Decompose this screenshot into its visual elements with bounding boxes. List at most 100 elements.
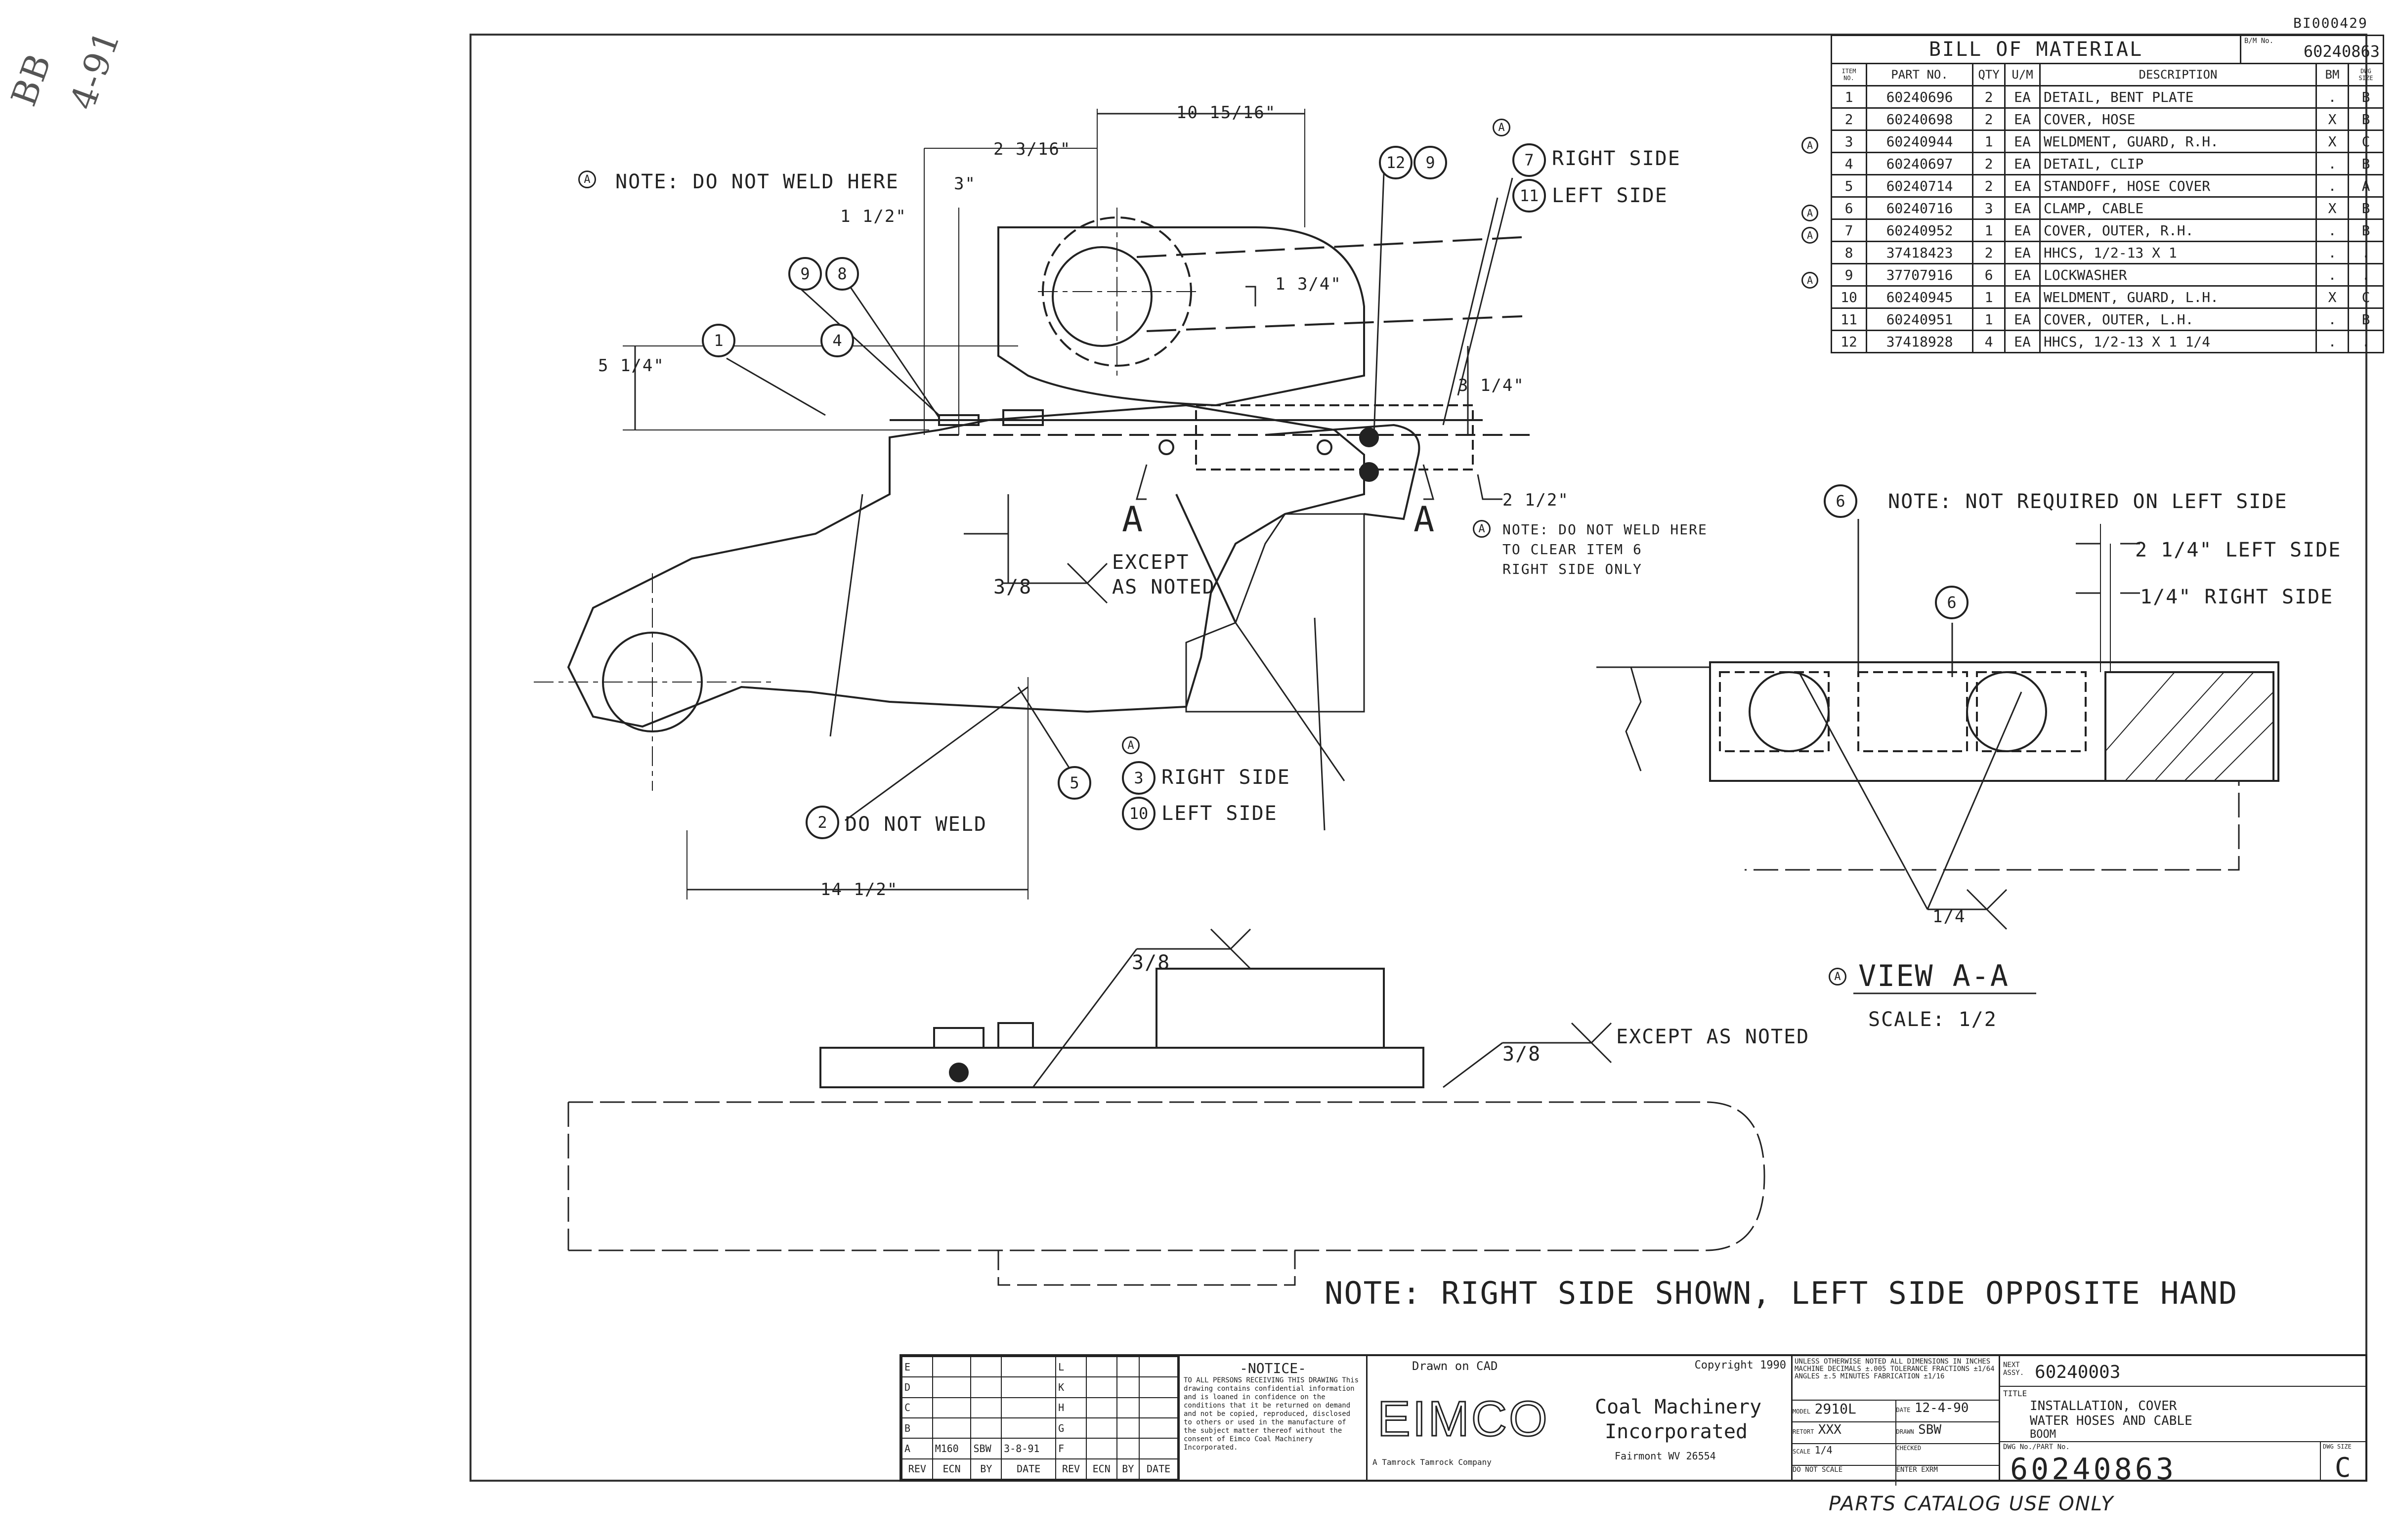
flag-a-note-1: A xyxy=(578,171,596,188)
bom-cell-qty: 1 xyxy=(1972,218,2006,242)
rev-by xyxy=(970,1417,1002,1439)
bom-cell-qty: 4 xyxy=(1972,330,2006,353)
bom-cell-part: 60240714 xyxy=(1866,174,1973,198)
section-marker-a-right: A xyxy=(1413,499,1436,540)
rev-ecn xyxy=(1085,1438,1117,1459)
note-do-not-weld-here: NOTE: DO NOT WELD HERE xyxy=(615,171,899,193)
bom-cell-qty: 6 xyxy=(1972,263,2006,287)
bom-cell-qty: 2 xyxy=(1972,152,2006,175)
flag-a-note-3: A xyxy=(1122,736,1140,754)
revision-header: REV xyxy=(1055,1458,1087,1480)
rev-letter: E xyxy=(901,1356,933,1378)
view-aa-section xyxy=(1709,661,2279,782)
bom-cell-um: EA xyxy=(2004,330,2041,353)
bom-cell-bm: X xyxy=(2315,285,2349,309)
title-label: TITLE xyxy=(2003,1389,2027,1398)
bom-cell-um: EA xyxy=(2004,196,2041,220)
bom-cell-bm: X xyxy=(2315,129,2349,153)
revision-header: BY xyxy=(1116,1458,1140,1480)
copyright: Copyright 1990 xyxy=(1694,1359,1786,1371)
drawn-on-cad: Drawn on CAD xyxy=(1412,1359,1498,1373)
retort-label: RETORT xyxy=(1793,1428,1814,1435)
bom-number-label: B/M No. xyxy=(2244,37,2274,45)
rev-date xyxy=(1139,1438,1178,1459)
rev-letter: H xyxy=(1055,1397,1087,1418)
company-city: Fairmont WV 26554 xyxy=(1615,1450,1716,1462)
bom-header-qty: QTY xyxy=(1972,63,2006,86)
checked-label: CHECKED xyxy=(1896,1445,1922,1452)
bom-cell-item: 5 xyxy=(1831,174,1867,198)
bom-cell-um: EA xyxy=(2004,129,2041,153)
note-do-not-weld: DO NOT WELD xyxy=(845,813,987,836)
bom-cell-item: 3 xyxy=(1831,129,1867,153)
bom-flag: A xyxy=(1801,137,1818,154)
bom-cell-um: EA xyxy=(2004,307,2041,331)
dim-1-4-right: 1/4" RIGHT SIDE xyxy=(2140,586,2334,608)
bom-cell-item: 1 xyxy=(1831,85,1867,109)
bom-header-bm: BM xyxy=(2315,63,2349,86)
bom-cell-size: . xyxy=(2348,330,2384,353)
weld-size-3-8-right: 3/8 xyxy=(1502,1043,1542,1066)
bom-cell-desc: COVER, OUTER, L.H. xyxy=(2039,307,2317,331)
bom-cell-bm: X xyxy=(2315,196,2349,220)
bom-cell-part: 60240696 xyxy=(1866,85,1973,109)
rev-letter: F xyxy=(1055,1438,1087,1459)
rev-letter: A xyxy=(901,1438,933,1459)
bom-cell-desc: HHCS, 1/2-13 X 1 1/4 xyxy=(2039,330,2317,353)
revision-header: DATE xyxy=(1001,1458,1057,1480)
bom-cell-part: 37418423 xyxy=(1866,241,1973,264)
flag-a-view-aa: A xyxy=(1829,968,1846,985)
rev-ecn xyxy=(1085,1356,1117,1378)
bom-cell-part: 37418928 xyxy=(1866,330,1973,353)
date: 12-4-90 xyxy=(1914,1401,1969,1415)
balloon-item-7: 7 xyxy=(1512,143,1546,177)
bom-cell-um: EA xyxy=(2004,85,2041,109)
title-line-1: INSTALLATION, COVER xyxy=(2030,1399,2177,1413)
balloon-item-1: 1 xyxy=(702,324,735,357)
bom-flag: A xyxy=(1801,204,1818,221)
bom-cell-qty: 2 xyxy=(1972,174,2006,198)
bom-cell-desc: COVER, OUTER, R.H. xyxy=(2039,218,2317,242)
revision-header: BY xyxy=(970,1458,1002,1480)
model: 2910L xyxy=(1814,1401,1856,1417)
rev-ecn xyxy=(1085,1376,1117,1398)
revision-header: REV xyxy=(901,1458,933,1480)
enter-label: ENTER EXRM xyxy=(1896,1466,1938,1474)
dim-1-1-2: 1 1/2" xyxy=(840,207,907,226)
bom-cell-size: A xyxy=(2348,174,2384,198)
dim-3: 3" xyxy=(954,174,976,194)
bom-cell-um: EA xyxy=(2004,218,2041,242)
note-except-as-noted: EXCEPT AS NOTED xyxy=(1616,1026,1810,1048)
retort: XXX xyxy=(1818,1422,1841,1437)
bom-cell-um: EA xyxy=(2004,107,2041,131)
rev-letter: L xyxy=(1055,1356,1087,1378)
note-left-side-11: LEFT SIDE xyxy=(1552,184,1668,207)
bom-cell-size: B xyxy=(2348,196,2384,220)
bom-cell-bm: . xyxy=(2315,152,2349,175)
flag-a-note-7: A xyxy=(1493,119,1510,136)
note-right-side-7: RIGHT SIDE xyxy=(1552,147,1681,170)
weld-size-3-8-mid: 3/8 xyxy=(1132,951,1171,974)
bom-cell-size: B xyxy=(2348,307,2384,331)
boom-outline xyxy=(567,404,1365,728)
bom-cell-size: B xyxy=(2348,152,2384,175)
rev-date: 3-8-91 xyxy=(1001,1438,1057,1459)
bom-cell-qty: 1 xyxy=(1972,285,2006,309)
bom-cell-bm: . xyxy=(2315,218,2349,242)
bom-cell-qty: 3 xyxy=(1972,196,2006,220)
bom-cell-item: 8 xyxy=(1831,241,1867,264)
bill-of-material-table: BILL OF MATERIAL B/M No. 60240863 ITEM N… xyxy=(1831,35,2384,353)
dim-1-3-4: 1 3/4" xyxy=(1275,274,1342,294)
bom-header-um: U/M xyxy=(2004,63,2041,86)
dim-10-15-16: 10 15/16" xyxy=(1176,103,1277,123)
rev-letter: C xyxy=(901,1397,933,1418)
scale-label: SCALE xyxy=(1793,1448,1811,1455)
bom-header-item: ITEM NO. xyxy=(1831,63,1867,86)
bom-flag: A xyxy=(1801,272,1818,289)
